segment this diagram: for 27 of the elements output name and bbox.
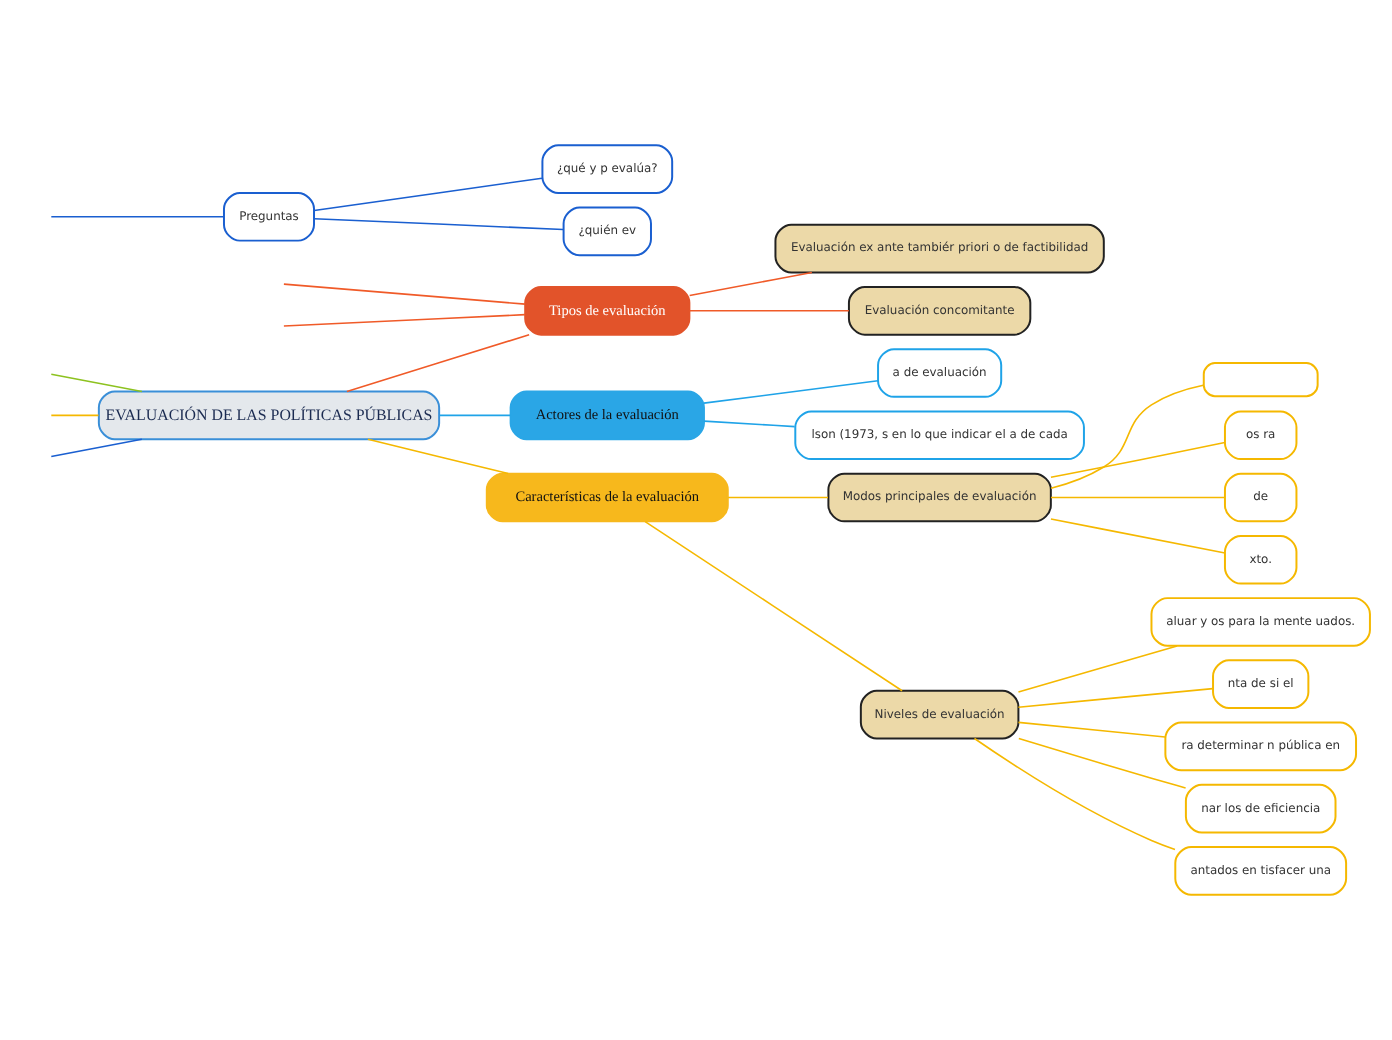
connector [1017,721,1166,738]
connector [367,438,509,475]
connector [313,177,543,212]
connector [703,420,796,428]
connector [1018,737,1187,789]
connector [688,271,813,297]
connector [703,380,879,404]
connector [1017,687,1214,708]
connector [1050,518,1226,554]
connector [688,310,850,312]
connector [50,414,100,417]
connector [1050,441,1226,478]
connector [50,438,143,458]
node-box [1202,362,1319,398]
connector [346,333,530,393]
connector [438,414,512,417]
connector [1050,496,1226,499]
connector [1050,384,1205,490]
connector [50,216,225,218]
connector [1017,645,1178,693]
connector [727,496,829,499]
connector [50,373,143,393]
connector [313,217,564,231]
connector [973,737,1176,851]
connector [644,520,903,692]
connector [283,283,526,305]
connector [283,313,526,327]
